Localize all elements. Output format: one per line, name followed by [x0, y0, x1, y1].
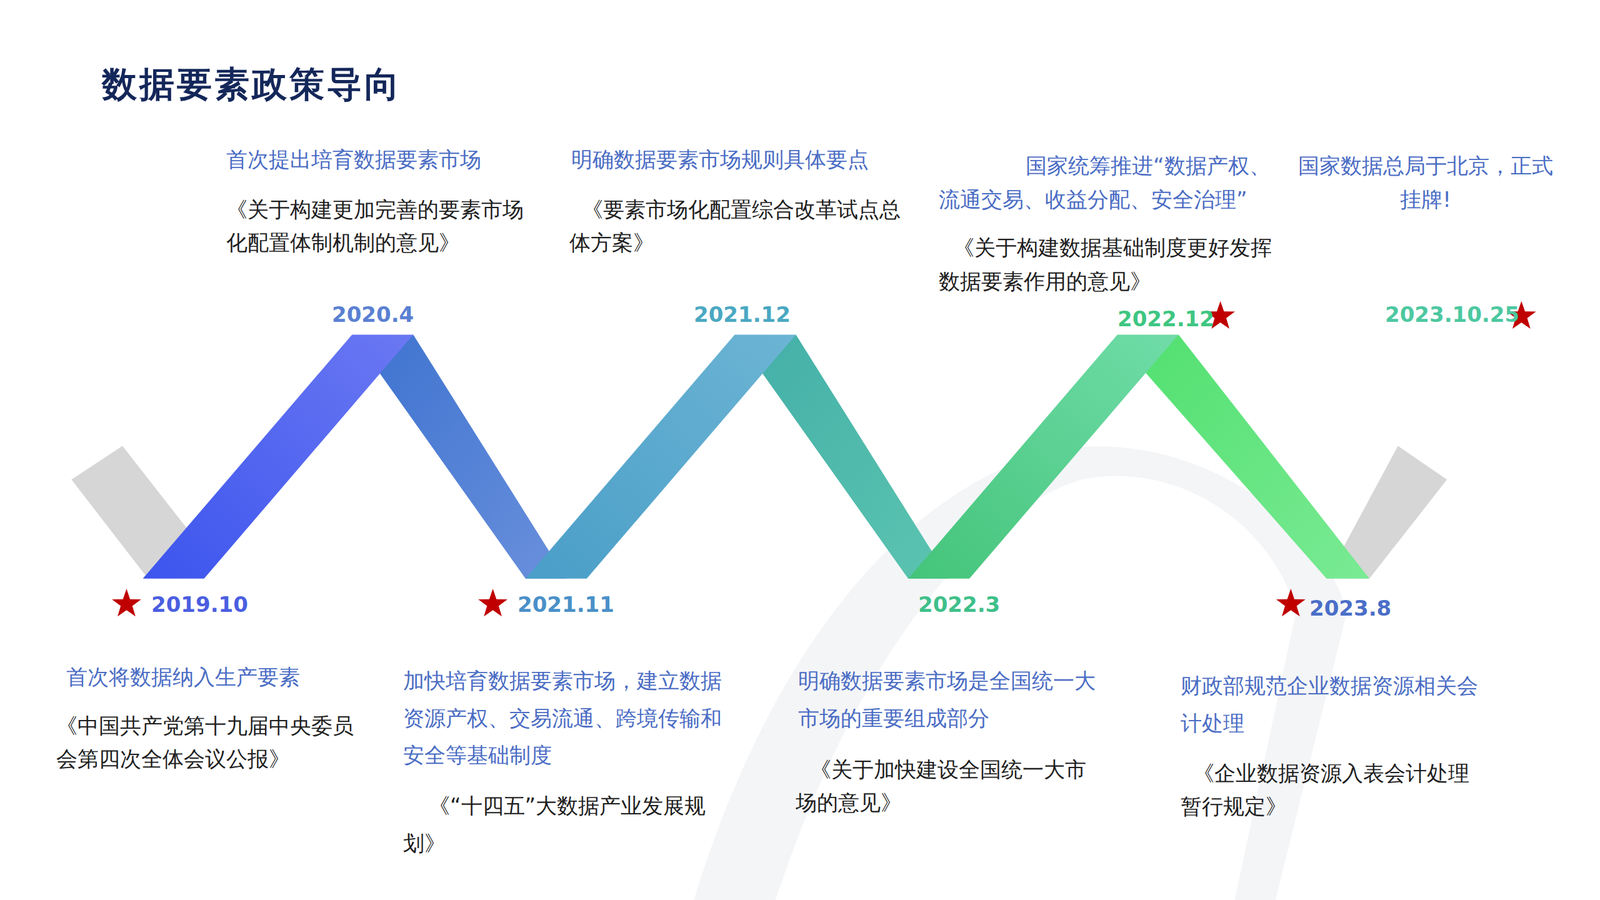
date-label: 2021.12 — [693, 301, 791, 328]
star-marks — [111, 301, 1537, 617]
date-label: 2023.8 — [1309, 595, 1392, 622]
event-heading: 财政部规范企业数据资源相关会计处理 — [1180, 667, 1487, 742]
date-label: 2022.12 — [1117, 306, 1215, 332]
policy-document: 《企业数据资源入表会计处理暂行规定》 — [1180, 756, 1487, 823]
ribbon-up — [525, 335, 797, 579]
date-label: 2022.3 — [918, 591, 1000, 618]
policy-document: 《关于构建数据基础制度更好发挥数据要素作用的意见》 — [938, 230, 1276, 299]
ribbon-down — [758, 335, 949, 579]
ribbon-down — [375, 335, 567, 579]
policy-document: 《关于构建更加完善的要素市场化配置体制机制的意见》 — [226, 193, 525, 259]
ribbon-up — [143, 335, 414, 579]
star — [1276, 588, 1306, 617]
event-heading: 明确数据要素市场规则具体要点 — [571, 145, 869, 174]
ribbon-up — [908, 335, 1179, 579]
date-label: 2023.10.25 — [1385, 301, 1520, 328]
event-heading: 首次提出培育数据要素市场 — [226, 145, 482, 174]
ribbon-down — [1140, 335, 1370, 579]
policy-document: 《中国共产党第十九届中央委员会第四次全体会议公报》 — [56, 709, 355, 775]
star — [111, 588, 142, 617]
event-heading: 首次将数据纳入生产要素 — [66, 663, 300, 691]
event-heading: 国家统筹推进“数据产权、流通交易、收益分配、安全治理” — [938, 148, 1291, 217]
policy-document: 《关于加快建设全国统一大市场的意见》 — [795, 753, 1107, 819]
policy-document: 《“十四五”大数据产业发展规划》 — [403, 787, 740, 862]
star — [478, 588, 508, 617]
policy-document: 《要素市场化配置综合改革试点总体方案》 — [569, 193, 907, 259]
event-heading: 明确数据要素市场是全国统一大市场的重要组成部分 — [798, 662, 1110, 737]
event-heading: 国家数据总局于北京，正式挂牌! — [1295, 148, 1556, 217]
page-title: 数据要素政策导向 — [101, 61, 402, 109]
date-label: 2021.11 — [517, 591, 615, 618]
date-label: 2020.4 — [331, 301, 414, 328]
date-label: 2019.10 — [151, 591, 249, 618]
event-heading: 加快培育数据要素市场，建立数据资源产权、交易流通、跨境传输和安全等基础制度 — [403, 662, 740, 775]
